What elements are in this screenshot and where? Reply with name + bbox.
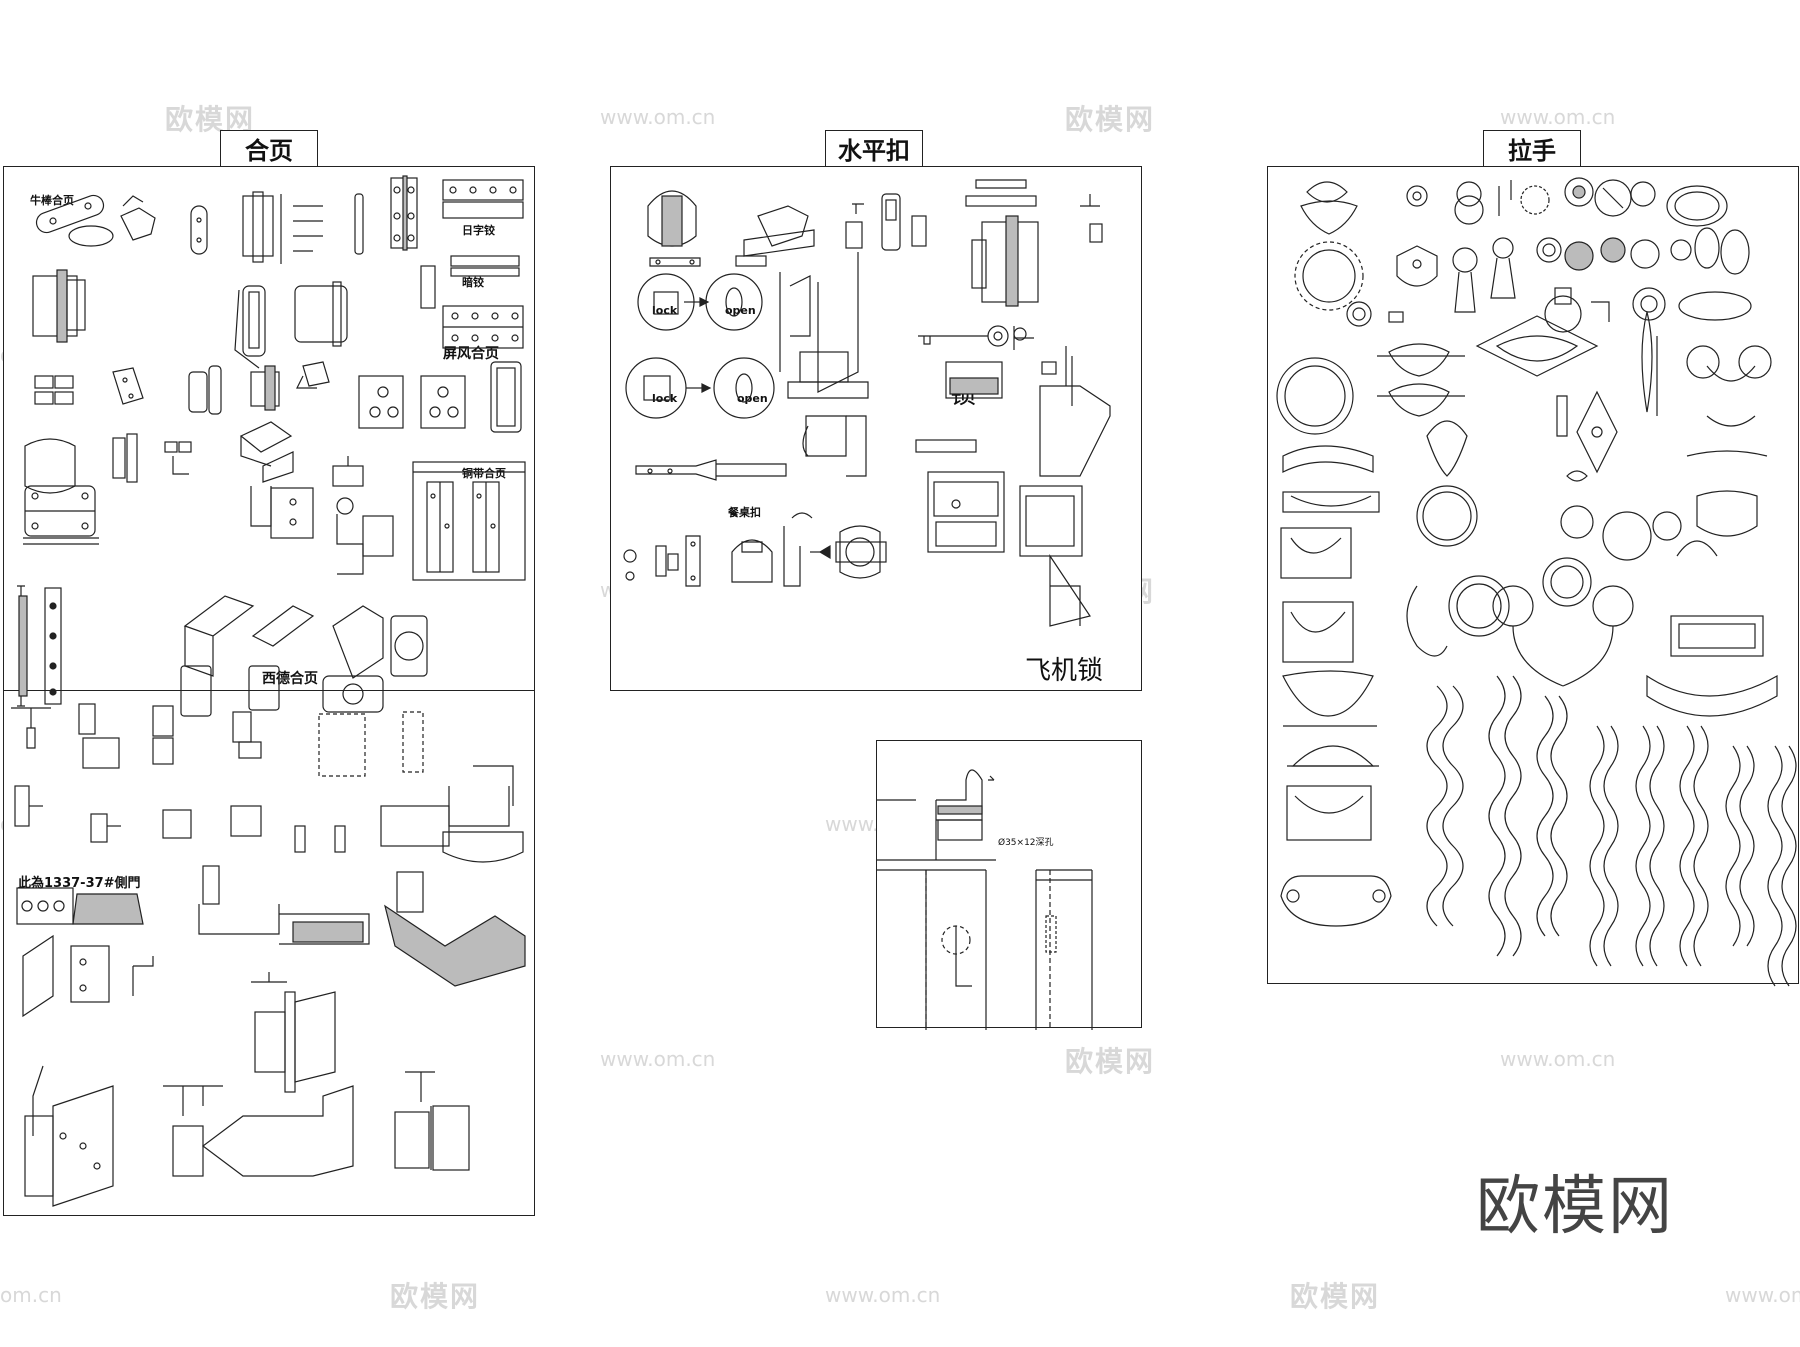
knob-icon <box>1346 227 1752 333</box>
latch-lock-label: lock <box>652 392 678 405</box>
hinge-rizi-label: 日字铰 <box>462 224 495 237</box>
hinge-screen-label: 屏风合页 <box>443 346 499 362</box>
hinge-copper-label: 铜带合页 <box>462 467 506 480</box>
latch-panel <box>610 166 1142 691</box>
watermark: www.om.cn <box>600 105 716 129</box>
hinge-top-label: 牛棒合页 <box>30 194 74 207</box>
hinge-note-label: 此為1337-37#側門 <box>18 876 141 891</box>
ornament-icon <box>1377 311 1778 717</box>
latch-plane-label: 飞机锁 <box>1025 656 1104 686</box>
handle-icon <box>1276 357 1392 927</box>
watermark: om.cn <box>0 1283 62 1307</box>
detail-drawing <box>876 769 1093 1030</box>
ring-pull-icon <box>1406 177 1728 227</box>
watermark: www.om.cn <box>600 1047 716 1071</box>
hinge-icon <box>34 361 522 433</box>
watermark: 欧模网 <box>390 1280 481 1313</box>
detail-note-label: Ø35×12深孔 <box>998 838 1054 848</box>
hinge-icon <box>17 585 62 707</box>
hinge-icon <box>32 265 524 369</box>
hinge-drawings <box>11 175 526 1207</box>
ornament-icon <box>1294 181 1364 311</box>
hinge-icon <box>332 456 394 575</box>
hinge-icon <box>23 421 314 545</box>
hinge-an-label: 暗铰 <box>462 276 484 289</box>
latch-table-label: 餐桌扣 <box>728 506 761 519</box>
latch-detail-panel <box>876 740 1142 1028</box>
watermark: 欧模网 <box>1290 1280 1381 1313</box>
hinge-panel <box>3 166 535 1216</box>
hinge-xide-label: 西德合页 <box>262 671 318 687</box>
lock-icon <box>915 325 1111 627</box>
latch-icon <box>779 252 869 477</box>
hinge-panel-title: 合页 <box>220 130 318 166</box>
ornament-icon <box>1426 675 1797 987</box>
watermark: 欧模网 <box>1065 103 1156 136</box>
watermark: www.om.cn <box>1725 1283 1800 1307</box>
latch-drawings <box>623 179 1111 627</box>
handle-drawings <box>1276 177 1797 987</box>
hinge-icon <box>35 175 524 277</box>
hinge-icon <box>11 703 524 863</box>
latch-panel-title: 水平扣 <box>825 130 923 166</box>
hinge-icon <box>180 595 428 717</box>
handle-panel-title: 拉手 <box>1483 130 1581 166</box>
hinge-icon <box>16 865 526 1207</box>
hinge-panel-divider <box>3 690 535 691</box>
hinge-icon <box>412 461 526 581</box>
latch-icon <box>625 179 1103 481</box>
watermark: www.om.cn <box>1500 105 1616 129</box>
brand-logo: 欧模网 <box>1476 1170 1674 1244</box>
watermark: www.om.cn <box>1500 1047 1616 1071</box>
latch-icon <box>623 512 887 587</box>
watermark: www.om.cn <box>825 1283 941 1307</box>
watermark: 欧模网 <box>1065 1045 1156 1078</box>
